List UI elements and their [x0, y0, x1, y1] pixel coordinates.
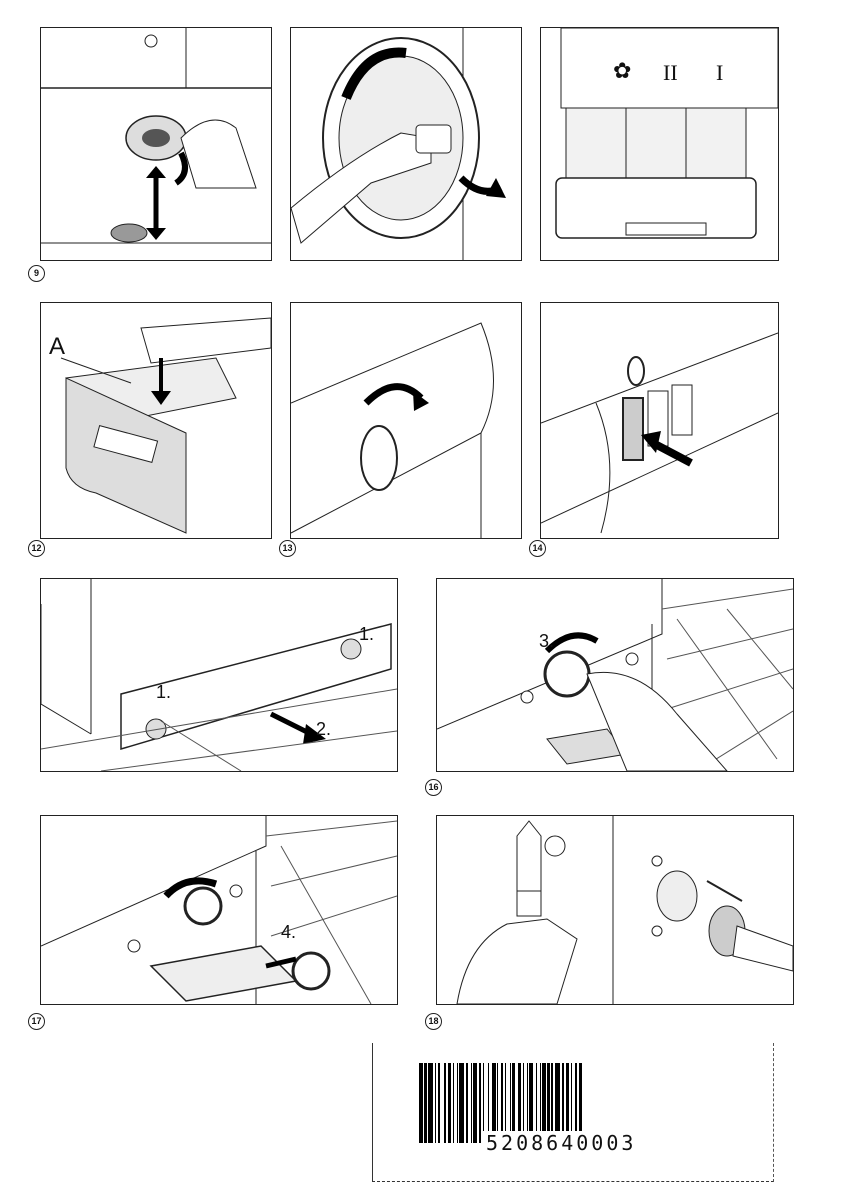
- barcode-bar: [570, 1063, 573, 1143]
- barcode-bar: [578, 1063, 583, 1143]
- inlet-filter-illustration: [456, 816, 793, 1004]
- figure-16-unscrew-filter: 3.: [436, 578, 794, 772]
- barcode-bar: [512, 1063, 515, 1143]
- barcode-bar: [470, 1063, 473, 1143]
- barcode-bar: [547, 1063, 550, 1143]
- step-3: 3.: [539, 631, 555, 651]
- step-4: 4.: [281, 922, 297, 942]
- barcode-bar: [491, 1063, 496, 1143]
- figure-15-remove-panel: 1. 1. 2.: [40, 578, 398, 772]
- figure-14-start-button: [540, 302, 779, 539]
- figure-number-12: 12: [28, 540, 45, 557]
- compartment-ii-label: II: [663, 60, 678, 85]
- barcode-bar: [522, 1063, 525, 1143]
- drawer-siphon-illustration: [60, 317, 271, 534]
- compartment-prewash-label: ✿: [613, 58, 632, 83]
- barcode-bar: [496, 1063, 499, 1143]
- barcode-bar: [447, 1063, 452, 1143]
- barcode-bar: [443, 1063, 447, 1143]
- figure-10-door-seal: [290, 27, 522, 261]
- compartment-i-label: I: [716, 60, 724, 85]
- barcode-number: 5208640003: [483, 1131, 640, 1155]
- step-1-right: 1.: [359, 624, 375, 644]
- figure-number-13: 13: [279, 540, 296, 557]
- figure-13-program-knob: [290, 302, 522, 539]
- remove-panel-illustration: [41, 579, 397, 771]
- figure-number-17: 17: [28, 1013, 45, 1030]
- barcode-bar: [428, 1063, 434, 1143]
- barcode-bar: [500, 1063, 504, 1143]
- barcode-bar: [465, 1063, 469, 1143]
- figure-number-14: 14: [529, 540, 546, 557]
- figure-17-drain-filter: 4.: [40, 815, 398, 1005]
- barcode-bar: [456, 1063, 458, 1143]
- figure-number-16: 16: [425, 779, 442, 796]
- barcode-bar: [438, 1063, 440, 1143]
- program-knob-illustration: [291, 322, 494, 538]
- step-2: 2.: [316, 719, 332, 739]
- figure-number-18: 18: [425, 1013, 442, 1030]
- step-1-left: 1.: [156, 682, 172, 702]
- barcode-bar: [529, 1063, 534, 1143]
- barcode-bar: [517, 1063, 522, 1143]
- detergent-drawer-illustration: [555, 28, 778, 239]
- barcode-bar: [561, 1063, 565, 1143]
- barcode-bar: [565, 1063, 570, 1143]
- barcode-bar: [509, 1063, 512, 1143]
- unscrew-filter-illustration: [437, 579, 793, 771]
- barcode-bar: [526, 1063, 528, 1143]
- barcode-bar: [452, 1063, 455, 1143]
- drain-filter-illustration: [41, 816, 397, 1004]
- barcode-bar: [574, 1063, 578, 1143]
- barcode-bar: [419, 1063, 423, 1143]
- barcode-bars: [419, 1063, 584, 1148]
- door-seal-illustration: [291, 28, 506, 260]
- barcode-bar: [473, 1063, 478, 1143]
- start-button-illustration: [541, 332, 778, 534]
- barcode-bar: [539, 1063, 541, 1143]
- barcode-bar: [542, 1063, 547, 1143]
- barcode-bar: [535, 1063, 538, 1143]
- barcode-bar: [487, 1063, 490, 1143]
- barcode-label: 5208640003: [372, 1043, 774, 1182]
- callout-a: A: [49, 333, 66, 360]
- barcode-bar: [555, 1063, 561, 1143]
- figure-11-detergent-drawer: ✿ II I: [540, 27, 779, 261]
- figure-number-9: 9: [28, 265, 45, 282]
- figure-12-drawer-siphon: A: [40, 302, 272, 539]
- barcode-bar: [504, 1063, 506, 1143]
- figure-18-inlet-filter: [436, 815, 794, 1005]
- figure-9-adjust-foot: [40, 27, 272, 261]
- barcode-bar: [424, 1063, 427, 1143]
- barcode-bar: [434, 1063, 436, 1143]
- barcode-bar: [551, 1063, 553, 1143]
- barcode-bar: [482, 1063, 484, 1143]
- barcode-bar: [459, 1063, 465, 1143]
- barcode-bar: [478, 1063, 482, 1143]
- foot-adjust-illustration: [41, 28, 271, 244]
